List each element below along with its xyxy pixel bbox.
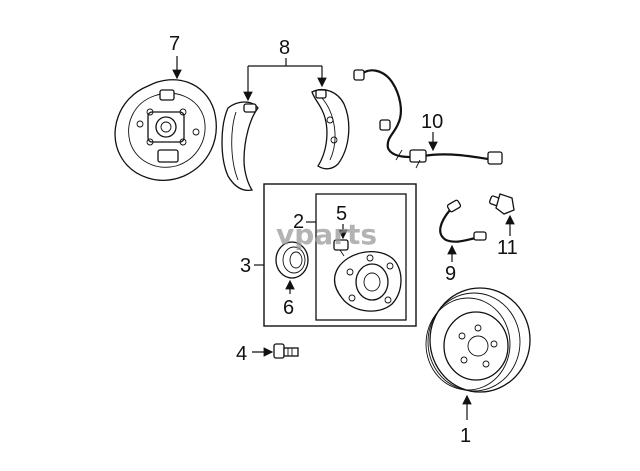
brake-drum-icon [425, 287, 531, 393]
callout-1: 1 [460, 425, 471, 447]
hub-bearing-icon [275, 241, 309, 279]
bolt-icon [273, 343, 299, 359]
hub-box [315, 193, 407, 321]
brake-shoe-icon [311, 89, 350, 170]
bolt-icon [333, 239, 349, 257]
callout-8: 8 [279, 37, 290, 59]
watermark-logo: vparts [276, 218, 377, 251]
callout-6: 6 [283, 297, 294, 319]
bolt-icon [489, 193, 515, 215]
callout-2: 2 [293, 211, 304, 233]
callout-11: 11 [497, 237, 518, 259]
callout-3: 3 [240, 255, 251, 277]
brake-hose-icon [439, 199, 487, 243]
abs-sensor-icon [353, 69, 503, 169]
callout-9: 9 [445, 263, 456, 285]
assembly-box [263, 183, 417, 327]
callout-7: 7 [169, 33, 180, 55]
callout-10: 10 [421, 111, 443, 133]
hub-bearing-icon [333, 251, 402, 312]
brake-shoe-icon [221, 101, 259, 192]
callout-4: 4 [236, 343, 247, 365]
callout-5: 5 [336, 203, 347, 225]
backing-plate-icon [114, 79, 217, 181]
